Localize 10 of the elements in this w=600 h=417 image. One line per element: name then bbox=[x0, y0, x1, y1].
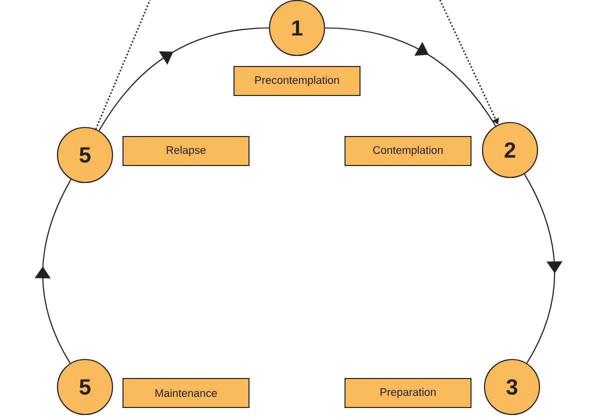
stage-box: Precontemplation bbox=[234, 66, 360, 96]
dotted-line bbox=[95, 0, 151, 130]
stage-box: Preparation bbox=[344, 378, 472, 408]
stage-box: Maintenance bbox=[122, 378, 250, 408]
stage-box: Contemplation bbox=[344, 136, 472, 166]
cycle-arrow bbox=[34, 179, 72, 364]
cycle-arrow bbox=[98, 27, 269, 131]
cycle-arrow bbox=[524, 174, 562, 364]
cycle-arrow bbox=[325, 27, 496, 126]
stage-box: Relapse bbox=[122, 136, 250, 166]
